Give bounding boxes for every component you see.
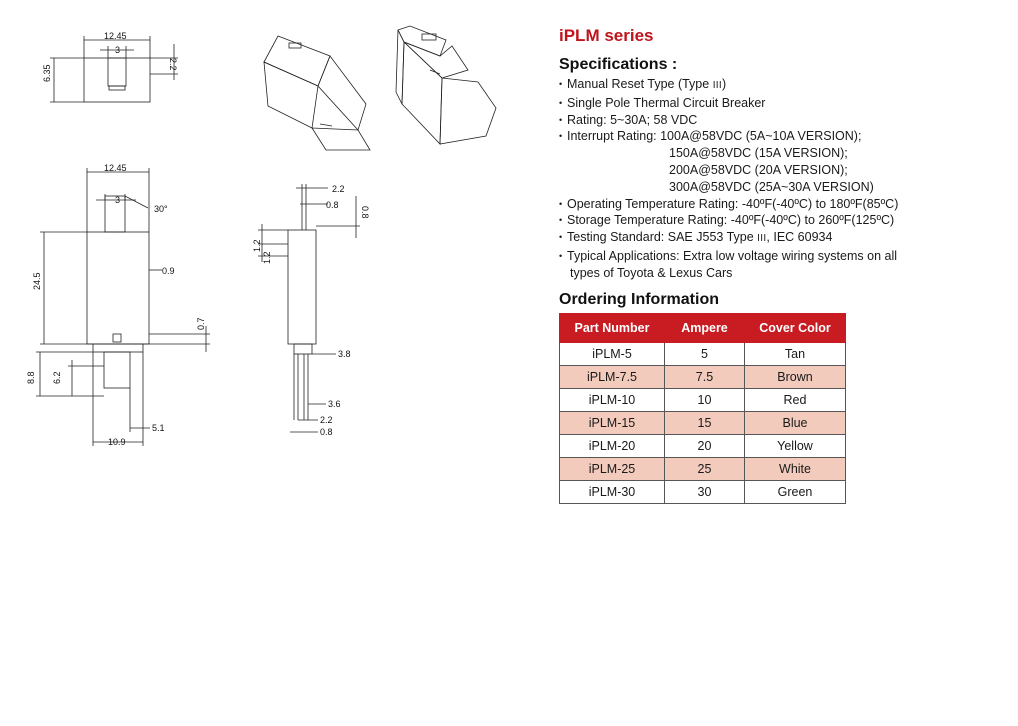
front-body-height-label: 24.5 <box>32 272 42 290</box>
side-right-label: 0.8 <box>360 206 370 219</box>
cell-cover-color: Blue <box>744 410 846 435</box>
ordering-title: Ordering Information <box>559 290 719 308</box>
spec-text: types of Toyota & Lexus Cars <box>570 265 733 280</box>
front-width-label: 12.45 <box>104 163 127 173</box>
top-depth-label: 2.2 <box>168 58 178 71</box>
cell-ampere: 7.5 <box>664 364 745 389</box>
table-row: iPLM-30 30 Green <box>559 479 846 504</box>
cell-ampere: 15 <box>664 410 745 435</box>
cell-cover-color: White <box>744 456 846 481</box>
cell-part-number: iPLM-20 <box>559 433 665 458</box>
cell-ampere: 5 <box>664 341 745 366</box>
side-pin2-label: 2.2 <box>320 415 333 425</box>
spec-item: Operating Temperature Rating: -40ºF(-40º… <box>559 196 999 213</box>
spec-item: types of Toyota & Lexus Cars <box>559 265 999 282</box>
cell-part-number: iPLM-10 <box>559 387 665 412</box>
front-base-width-label: 10.9 <box>108 437 126 447</box>
header-part-number: Part Number <box>559 312 665 343</box>
top-slot-label: 3 <box>115 45 120 55</box>
front-angle-label: 30° <box>154 204 168 214</box>
front-tab-label: 3 <box>115 195 120 205</box>
table-row: iPLM-7.5 7.5 Brown <box>559 364 846 389</box>
specifications-list: Manual Reset Type (Type III)Single Pole … <box>559 76 999 282</box>
cell-ampere: 30 <box>664 479 745 504</box>
cell-ampere: 10 <box>664 387 745 412</box>
spec-text: Storage Temperature Rating: -40ºF(-40ºC)… <box>567 213 895 228</box>
side-left1-label: 1.2 <box>252 239 262 252</box>
front-pin-label: 5.1 <box>152 423 165 433</box>
ordering-table: Part Number Ampere Cover Color iPLM-5 5 … <box>559 312 846 504</box>
cell-cover-color: Green <box>744 479 846 504</box>
front-step-label: 0.9 <box>162 266 175 276</box>
spec-text: Testing Standard: SAE J553 Type <box>567 230 758 245</box>
table-row: iPLM-5 5 Tan <box>559 341 846 366</box>
cell-part-number: iPLM-30 <box>559 479 665 504</box>
cell-cover-color: Red <box>744 387 846 412</box>
table-row: iPLM-25 25 White <box>559 456 846 481</box>
spec-item: Rating: 5~30A; 58 VDC <box>559 112 999 129</box>
table-row: iPLM-15 15 Blue <box>559 410 846 435</box>
spec-text-tail: ) <box>721 77 727 91</box>
table-row: iPLM-20 20 Yellow <box>559 433 846 458</box>
series-title: iPLM series <box>559 26 654 45</box>
spec-item: 150A@58VDC (15A VERSION); <box>559 145 999 162</box>
cell-part-number: iPLM-15 <box>559 410 665 435</box>
table-row: iPLM-10 10 Red <box>559 387 846 412</box>
top-height-label: 6.35 <box>42 64 52 82</box>
spec-text: Typical Applications: Extra low voltage … <box>567 248 898 263</box>
header-cover-color: Cover Color <box>744 312 846 343</box>
spec-text: Interrupt Rating: 100A@58VDC (5A~10A VER… <box>567 129 862 144</box>
spec-item: Interrupt Rating: 100A@58VDC (5A~10A VER… <box>559 128 999 145</box>
cell-cover-color: Brown <box>744 364 846 389</box>
spec-item: Single Pole Thermal Circuit Breaker <box>559 95 999 112</box>
cell-ampere: 20 <box>664 433 745 458</box>
spec-item: Typical Applications: Extra low voltage … <box>559 248 999 265</box>
top-width-label: 12.45 <box>104 31 127 41</box>
front-base-h1-label: 8.8 <box>26 371 36 384</box>
cell-part-number: iPLM-5 <box>559 341 665 366</box>
spec-text: Manual Reset Type (Type <box>567 77 713 91</box>
spec-text: Operating Temperature Rating: -40ºF(-40º… <box>567 196 899 211</box>
spec-item: Manual Reset Type (Type III) <box>559 76 999 95</box>
side-pin3-label: 0.8 <box>320 427 333 437</box>
spec-text: 200A@58VDC (20A VERSION); <box>669 162 848 177</box>
spec-type-numeral: III <box>757 233 767 245</box>
spec-item: 200A@58VDC (20A VERSION); <box>559 162 999 179</box>
spec-item: Storage Temperature Rating: -40ºF(-40ºC)… <box>559 212 999 229</box>
technical-drawing: 12.45 3 2.2 6.35 12.45 3 30° 24.5 0.9 0.… <box>26 25 497 447</box>
spec-text-tail: , IEC 60934 <box>766 230 833 245</box>
spec-text: Rating: 5~30A; 58 VDC <box>567 112 698 127</box>
side-top1-label: 2.2 <box>332 184 345 194</box>
specifications-title: Specifications : <box>559 56 678 73</box>
cell-part-number: iPLM-25 <box>559 456 665 481</box>
front-lip-label: 0.7 <box>196 317 206 330</box>
spec-item: Testing Standard: SAE J553 Type III, IEC… <box>559 229 999 248</box>
front-base-h2-label: 6.2 <box>52 371 62 384</box>
cell-cover-color: Yellow <box>744 433 846 458</box>
side-pin1-label: 3.6 <box>328 399 341 409</box>
header-ampere: Ampere <box>664 312 745 343</box>
side-base-label: 3.8 <box>338 349 351 359</box>
side-top2-label: 0.8 <box>326 200 339 210</box>
cell-cover-color: Tan <box>744 341 846 366</box>
spec-text: Single Pole Thermal Circuit Breaker <box>567 95 766 110</box>
spec-panel: iPLM series Specifications : Manual Rese… <box>559 26 999 504</box>
spec-text: 300A@58VDC (25A~30A VERSION) <box>669 179 874 194</box>
cell-ampere: 25 <box>664 456 745 481</box>
table-header-row: Part Number Ampere Cover Color <box>559 312 846 343</box>
spec-item: 300A@58VDC (25A~30A VERSION) <box>559 179 999 196</box>
spec-text: 150A@58VDC (15A VERSION); <box>669 146 848 161</box>
spec-type-numeral: III <box>712 80 722 91</box>
cell-part-number: iPLM-7.5 <box>559 364 665 389</box>
side-left2-label: 1.2 <box>262 251 272 264</box>
